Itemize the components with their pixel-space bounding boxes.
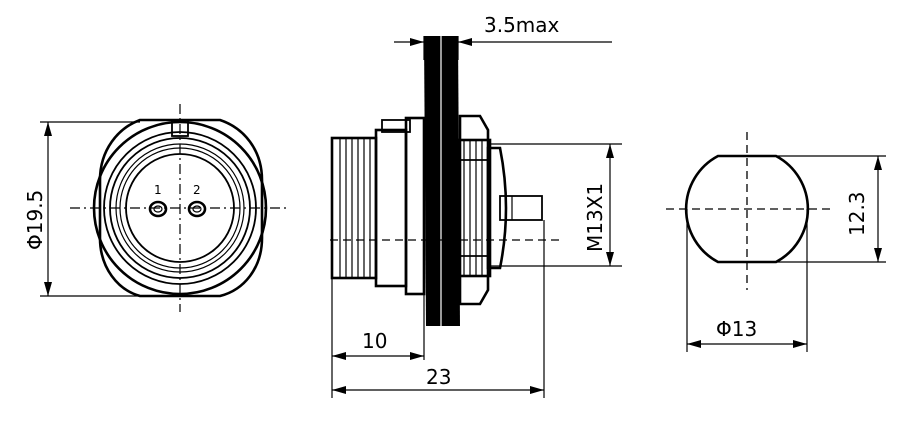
front-diameter-label: Φ19.5 bbox=[23, 190, 47, 250]
thread-dim-arrow-bottom bbox=[606, 252, 614, 266]
cutout-width-arrow-bottom bbox=[874, 248, 882, 262]
hex-nut bbox=[458, 114, 490, 306]
pin-2 bbox=[187, 200, 207, 218]
flange bbox=[374, 128, 408, 288]
cutout-dia-arrow-right bbox=[793, 340, 807, 348]
panel-dim-arrow-right bbox=[458, 38, 472, 46]
pin-1-label: 1 bbox=[154, 183, 162, 197]
panel-section bbox=[424, 36, 460, 326]
cutout-dia-arrow-left bbox=[687, 340, 701, 348]
panel-thickness-label: 3.5max bbox=[484, 13, 560, 37]
front-length-label: 10 bbox=[362, 329, 387, 353]
front-dim-arrow-bottom bbox=[44, 282, 52, 296]
front-dim-arrow-top bbox=[44, 122, 52, 136]
thread-label: M13X1 bbox=[583, 183, 607, 252]
overall-length-arrow-right bbox=[530, 386, 544, 394]
rear-threaded-body bbox=[456, 138, 492, 278]
overall-length-arrow-left bbox=[332, 386, 346, 394]
solder-terminals bbox=[499, 195, 543, 221]
front-view: 1 2 Φ19.5 bbox=[23, 104, 290, 312]
front-threads bbox=[339, 138, 371, 278]
front-outer-hex bbox=[98, 118, 264, 298]
pin-1 bbox=[148, 200, 168, 218]
thread-dim-arrow-top bbox=[606, 144, 614, 158]
overall-length-label: 23 bbox=[426, 365, 451, 389]
panel-dim-arrow-left bbox=[410, 38, 424, 46]
pin-2-inner bbox=[192, 205, 202, 213]
front-length-arrow-left bbox=[332, 352, 346, 360]
pin-1-inner bbox=[153, 205, 163, 213]
cutout-width-label: 12.3 bbox=[845, 191, 869, 236]
rear-threads bbox=[463, 140, 483, 276]
flange-key bbox=[381, 119, 411, 133]
pin-2-label: 2 bbox=[193, 183, 201, 197]
cutout-diameter-label: Φ13 bbox=[716, 317, 757, 341]
rear-boss bbox=[486, 146, 508, 270]
side-view: 3.5max M13X1 10 23 bbox=[330, 13, 622, 398]
cutout-width-arrow-top bbox=[874, 156, 882, 170]
flange-collar bbox=[404, 116, 426, 296]
cutout-view: 12.3 Φ13 bbox=[666, 132, 886, 352]
front-length-arrow-right bbox=[410, 352, 424, 360]
